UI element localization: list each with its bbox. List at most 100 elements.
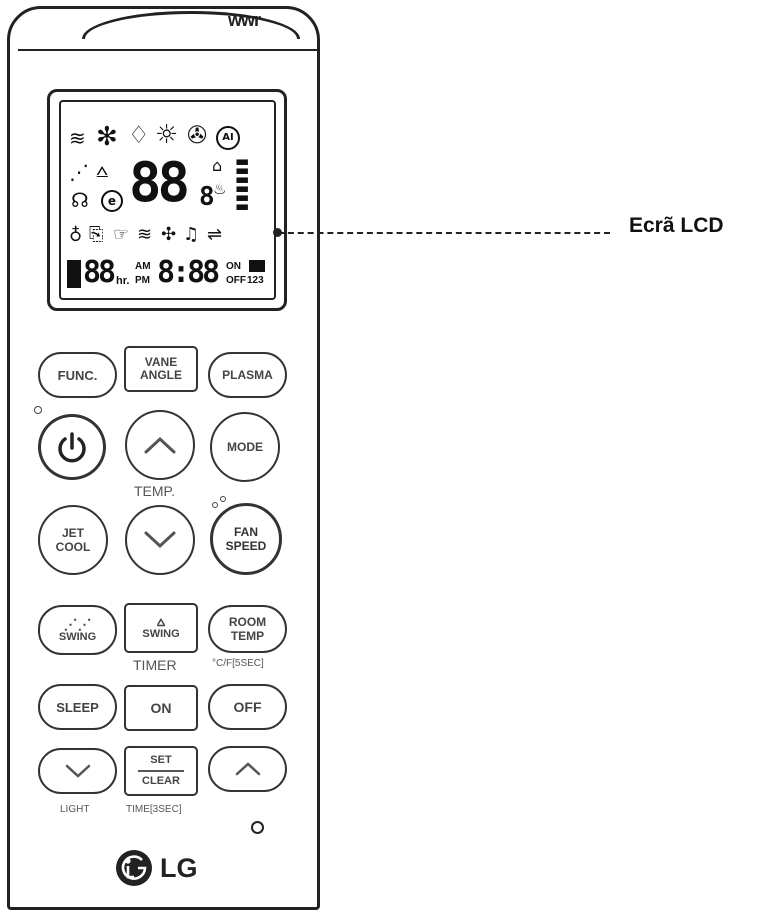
sun-icon: ☼ xyxy=(155,120,179,150)
light-up-button[interactable] xyxy=(208,746,287,792)
swing-horizontal-button[interactable]: ⋰⋰ SWING xyxy=(38,605,117,655)
swing-icon: ⩟ xyxy=(96,158,109,182)
lcd-callout-label: Ecrã LCD xyxy=(629,214,724,237)
pm-label: PM xyxy=(135,275,150,286)
brand-name: LG xyxy=(160,852,198,883)
room-label: ROOM xyxy=(228,615,267,629)
hours-label: hr. xyxy=(116,275,130,287)
temperature-digits: 88 xyxy=(129,151,190,214)
temp-down-button[interactable] xyxy=(125,505,195,575)
light-icon: ⇌ xyxy=(207,224,223,245)
chevron-up-icon xyxy=(235,762,260,776)
sleep-mode-icon: ☊ xyxy=(71,188,89,212)
swing-vertical-label: SWING xyxy=(142,628,180,640)
top-divider xyxy=(18,49,318,51)
mode-label: MODE xyxy=(227,440,263,454)
off-indicator: OFF xyxy=(226,275,246,286)
jet-icon: ✣ xyxy=(161,224,177,245)
temp-sub-label: TEMP xyxy=(230,629,265,643)
cool-label: COOL xyxy=(55,540,91,554)
callout-line xyxy=(278,232,610,234)
swing-vertical-button[interactable]: ⩟ SWING xyxy=(124,603,198,653)
plasma-icon: ☞ xyxy=(113,224,130,245)
time-sub-label: TIME[3SEC] xyxy=(126,804,182,815)
chevron-down-icon xyxy=(144,531,176,549)
swing-label: SWING xyxy=(58,631,97,643)
fan-label: FAN xyxy=(234,525,258,539)
temp-up-button[interactable] xyxy=(125,410,195,480)
sleep-button[interactable]: SLEEP xyxy=(38,684,117,730)
lg-logo: LG xyxy=(114,848,198,888)
ir-sensor-dot xyxy=(251,821,264,834)
power-button[interactable] xyxy=(38,414,106,480)
power-icon xyxy=(58,432,86,463)
speed-label: SPEED xyxy=(225,539,267,553)
on-label: ON xyxy=(150,699,172,716)
light-down-button[interactable] xyxy=(38,748,117,794)
vane-left-icon: ⋰ xyxy=(69,160,89,184)
thermometer-icon: ♨ xyxy=(213,180,227,198)
top-cap xyxy=(82,11,300,39)
energy-icon: e xyxy=(101,190,123,212)
timer-on-button[interactable]: ON xyxy=(124,685,198,731)
off-label: OFF xyxy=(233,699,262,715)
vertical-swing-icon: ⩟ xyxy=(157,614,165,629)
fan-level-bars-icon: ▬▬▬▬▬▬ xyxy=(235,152,249,215)
clear-label: CLEAR xyxy=(142,774,180,787)
on-indicator: ON xyxy=(226,261,241,272)
energy-label: e xyxy=(107,194,117,208)
program-icon xyxy=(249,260,265,272)
home-icon: ⌂ xyxy=(212,156,223,175)
ir-emitter: wwr xyxy=(228,10,261,30)
callout-dot xyxy=(273,228,282,237)
flame-icon: ♁ xyxy=(69,225,83,246)
jet-label: JET xyxy=(61,526,84,540)
func-label: FUNC. xyxy=(57,367,98,383)
fan-dot-2 xyxy=(220,496,226,502)
set-label: SET xyxy=(150,754,172,767)
chevron-up-icon xyxy=(144,436,176,454)
clock-digits: 8:88 xyxy=(157,255,220,290)
filter-icon: ⎘ xyxy=(89,224,104,245)
temp-unit-label: °C/F[5SEC] xyxy=(212,658,264,669)
lcd-display-area: ≋ ✻ ♢ ☼ ✇ AI ⋰ ⩟ 88 8 ⌂ ♨ ▬▬▬▬▬▬ ☊ e ♁ ⎘… xyxy=(59,100,276,300)
timer-digits: 88 xyxy=(83,255,116,290)
set-clear-button[interactable]: SET CLEAR xyxy=(124,746,198,796)
fan-icon: ✇ xyxy=(187,121,208,149)
temp-label: TEMP. xyxy=(134,483,175,499)
am-label: AM xyxy=(135,261,151,272)
lg-logo-icon xyxy=(116,850,152,886)
angle-label: ANGLE xyxy=(140,368,182,382)
vane-label: VANE xyxy=(144,355,178,369)
power-indicator-dot xyxy=(34,406,42,414)
ai-icon: AI xyxy=(216,126,240,150)
heat-icon: ≋ xyxy=(137,224,153,245)
plasma-button[interactable]: PLASMA xyxy=(208,352,287,398)
timer-label: TIMER xyxy=(133,657,177,673)
chevron-down-icon xyxy=(65,764,90,778)
timer-block-icon xyxy=(67,260,81,288)
mode-button[interactable]: MODE xyxy=(210,412,280,482)
bell-icon: ♫ xyxy=(183,224,200,245)
water-drop-icon: ♢ xyxy=(128,121,150,149)
plasma-label: PLASMA xyxy=(222,368,273,382)
fan-dot-1 xyxy=(212,502,218,508)
wifi-battery-icon: ≋ xyxy=(69,126,86,150)
light-label: LIGHT xyxy=(60,804,90,815)
func-button[interactable]: FUNC. xyxy=(38,352,117,398)
horizontal-swing-icon: ⋰⋰ xyxy=(63,616,92,632)
set-clear-divider xyxy=(138,770,184,772)
snowflake-icon: ✻ xyxy=(96,122,118,152)
decimal-digit: 8 xyxy=(199,182,215,212)
program-code: 123 xyxy=(247,275,264,286)
timer-off-button[interactable]: OFF xyxy=(208,684,287,730)
ai-label: AI xyxy=(222,132,234,143)
